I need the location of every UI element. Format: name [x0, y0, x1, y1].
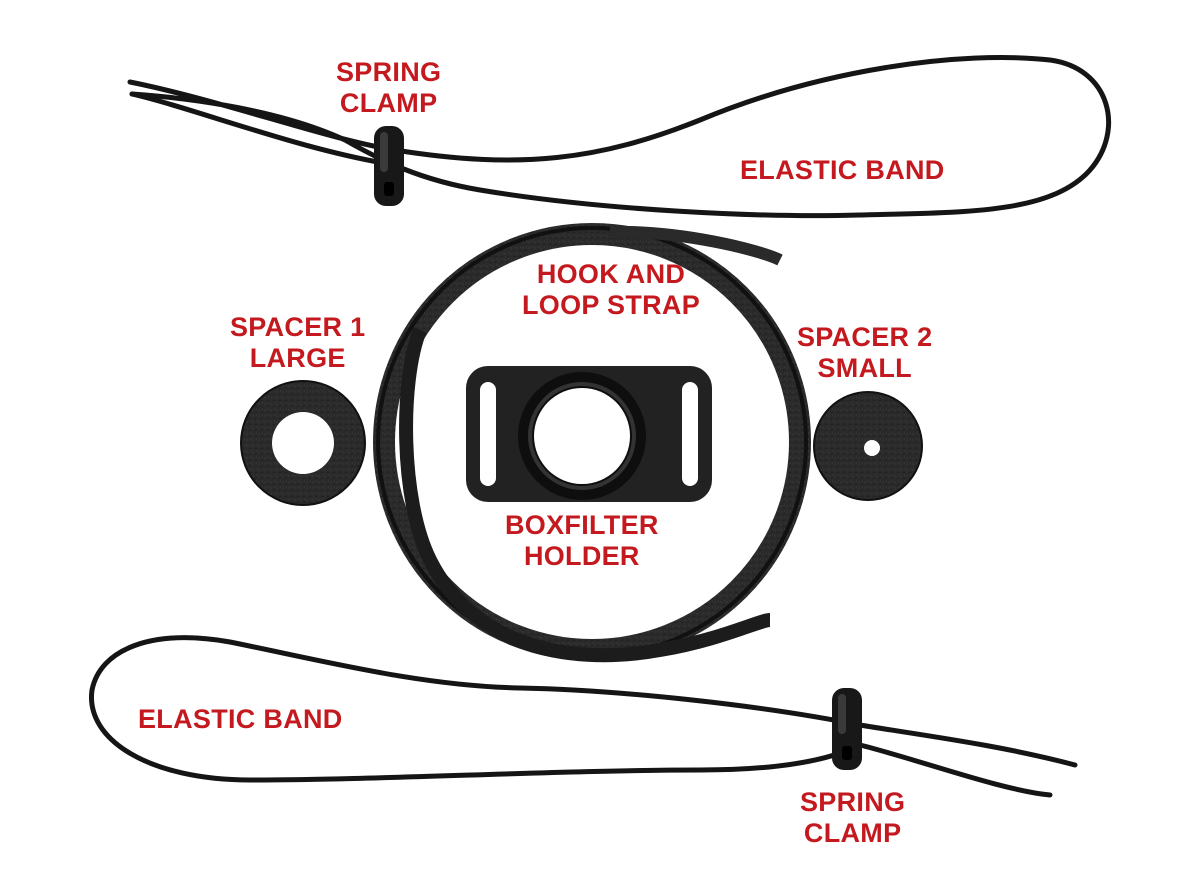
spacer-1-large — [240, 380, 366, 506]
spacer-2-line1: SPACER 2 — [797, 322, 933, 352]
spring-clamp-bottom-label: SPRING CLAMP — [800, 787, 905, 849]
elastic-band-top — [127, 55, 1112, 219]
elastic-band-bottom — [89, 635, 1078, 798]
hook-and-loop-strap-line2: LOOP STRAP — [522, 290, 701, 320]
boxfilter-holder — [466, 366, 712, 502]
boxfilter-holder-line1: BOXFILTER — [505, 510, 659, 540]
spacer-2-label: SPACER 2 SMALL — [797, 322, 932, 384]
spacer-1-label: SPACER 1 LARGE — [230, 312, 365, 374]
spacer-2-line2: SMALL — [817, 353, 912, 383]
boxfilter-holder-label: BOXFILTER HOLDER — [505, 510, 659, 572]
hook-and-loop-strap-line1: HOOK AND — [536, 259, 686, 289]
elastic-band-bottom-text: ELASTIC BAND — [138, 704, 343, 734]
spring-clamp-bottom — [832, 688, 862, 770]
spacer-2-small — [813, 391, 923, 501]
spring-clamp-bottom-line1: SPRING — [800, 787, 906, 817]
spacer-1-line2: LARGE — [249, 343, 346, 373]
elastic-band-bottom-label: ELASTIC BAND — [138, 704, 343, 735]
spring-clamp-top-line1: SPRING — [336, 57, 442, 87]
elastic-band-top-label: ELASTIC BAND — [740, 155, 945, 186]
elastic-band-top-text: ELASTIC BAND — [740, 155, 945, 185]
spring-clamp-top-line2: CLAMP — [339, 88, 438, 118]
hook-and-loop-strap-label: HOOK AND LOOP STRAP — [522, 259, 700, 321]
spring-clamp-bottom-line2: CLAMP — [803, 818, 902, 848]
hook-and-loop-strap — [373, 223, 811, 663]
spring-clamp-top-label: SPRING CLAMP — [336, 57, 441, 119]
spacer-1-line1: SPACER 1 — [230, 312, 366, 342]
spring-clamp-top — [374, 126, 404, 206]
boxfilter-holder-line2: HOLDER — [523, 541, 640, 571]
